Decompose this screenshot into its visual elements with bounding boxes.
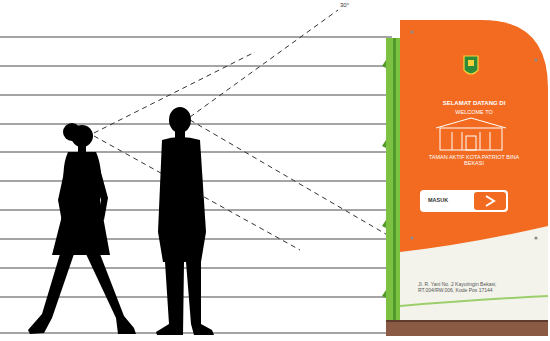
sign-text: SELAMAT DATANG DI xyxy=(414,100,534,107)
sign-text: Jl. R. Yani No. 2 Kayuringin Bekasi, RT.… xyxy=(418,282,530,294)
angle-label: 30° xyxy=(340,2,370,9)
sign-text: TAMAN AKTIF KOTA PATRIOT BINA BEKASI xyxy=(424,154,524,167)
button-box: MASUK xyxy=(420,190,474,212)
woman-silhouette xyxy=(28,123,136,334)
man-silhouette xyxy=(156,107,214,335)
sign-panel: SELAMAT DATANG DI WELCOME TO TAMAN AKTIF K… xyxy=(400,20,548,320)
sign-text: WELCOME TO xyxy=(414,109,534,115)
sign-monument xyxy=(382,20,548,336)
address-band: Jl. R. Yani No. 2 Kayuringin Bekasi, RT.… xyxy=(400,256,548,320)
sight-lines xyxy=(94,10,396,250)
sign-text: MASUK xyxy=(428,197,472,203)
